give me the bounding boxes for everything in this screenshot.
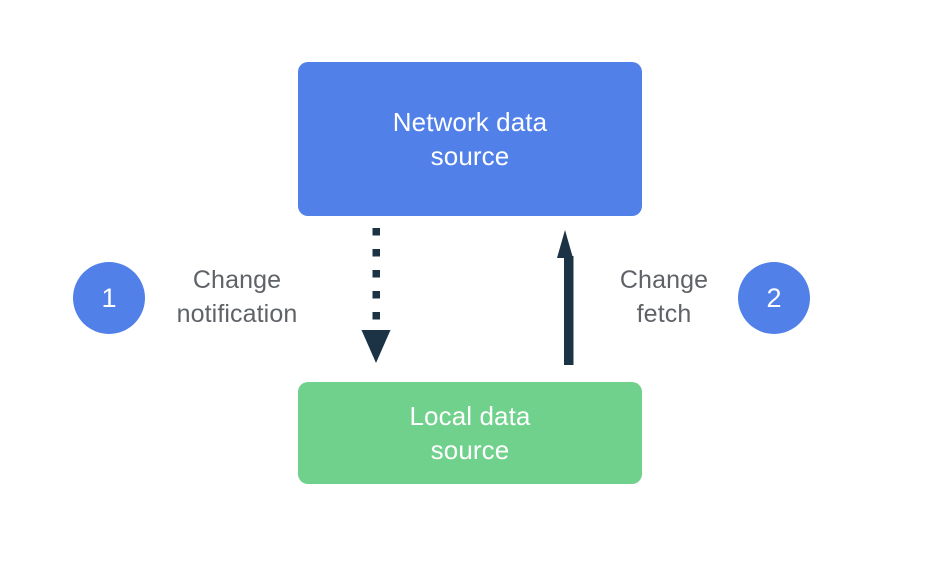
step-badge-1-number: 1 xyxy=(101,282,117,313)
step-badge-2: 2 xyxy=(738,262,810,334)
node-local-data-source-label: Local data source xyxy=(409,400,531,465)
step-badge-2-number: 2 xyxy=(766,282,782,313)
node-local-data-source[interactable]: Local data source xyxy=(298,382,642,484)
node-network-data-source-label: Network data source xyxy=(392,106,548,171)
node-network-data-source[interactable]: Network data source xyxy=(298,62,642,216)
change-notification-arrow-icon xyxy=(361,228,391,363)
change-fetch-arrow-icon xyxy=(557,230,574,365)
edge-label-change-fetch: Change fetch xyxy=(619,266,709,328)
step-badge-1: 1 xyxy=(73,262,145,334)
edge-label-change-notification: Change notification xyxy=(176,266,298,328)
